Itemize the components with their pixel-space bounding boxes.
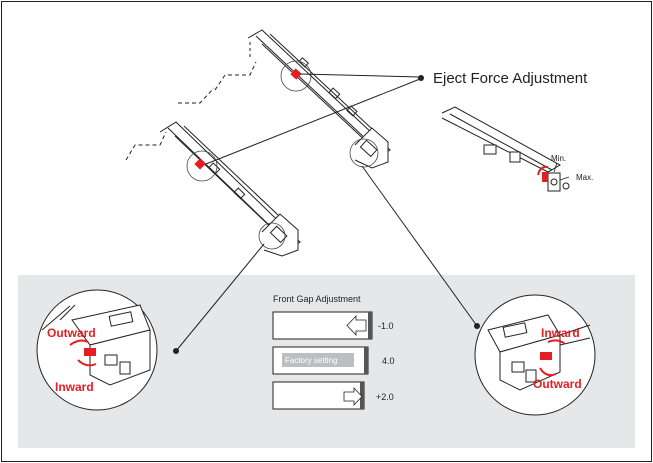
factory-setting-text: Factory setting	[285, 356, 337, 365]
upper-end-callout-ring	[349, 138, 379, 168]
break-line-upper	[214, 61, 257, 91]
leader-right-dot	[474, 323, 480, 329]
left-outward-arrow-icon	[69, 339, 89, 346]
gap-row-3-value: +2.0	[376, 392, 394, 402]
lower-callout-ring	[186, 150, 218, 182]
min-label: Min.	[551, 154, 566, 163]
right-inward-arrow-icon	[547, 339, 566, 345]
lower-slide-assembly	[159, 121, 301, 257]
left-adjuster-knob	[84, 348, 96, 356]
lower-end-callout-ring	[258, 222, 286, 250]
leader-left-dot	[173, 348, 179, 354]
min-pointer	[553, 162, 558, 173]
adjust-arrow-icon	[537, 165, 549, 176]
break-line-mid	[178, 87, 215, 104]
leader-left-detail	[175, 243, 265, 352]
gap-right-arrow-icon	[343, 386, 363, 407]
gap-row-2-value: 4.0	[382, 356, 395, 366]
break-line-lower	[125, 131, 167, 161]
lower-adjuster-marker	[194, 158, 206, 170]
factory-setting-badge	[282, 353, 354, 367]
gap-row-1: -1.0	[272, 311, 394, 340]
gap-row-1-value: -1.0	[378, 321, 394, 331]
upper-callout-ring	[280, 60, 312, 92]
max-label: Max.	[576, 173, 593, 182]
left-detail-circle: Outward Inward	[36, 289, 158, 411]
detail-adjuster-knob	[542, 172, 548, 182]
adjuster-detail-slide	[441, 106, 570, 192]
right-adjuster-knob	[540, 352, 552, 360]
left-outward-label: Outward	[47, 326, 96, 340]
leader-right-detail	[361, 165, 478, 327]
upper-adjuster-marker	[290, 68, 302, 80]
max-pointer	[559, 176, 570, 181]
eject-leader-lower	[205, 78, 421, 165]
right-outward-label: Outward	[533, 377, 582, 391]
front-gap-title: Front Gap Adjustment	[273, 294, 361, 304]
eject-leader-upper	[299, 73, 421, 78]
right-outward-arrow-icon	[539, 367, 557, 377]
left-inward-arrow-icon	[77, 359, 97, 367]
eject-leader-dot	[418, 75, 424, 81]
right-detail-circle: Inward Outward	[474, 294, 596, 416]
gap-left-arrow-icon	[346, 314, 367, 337]
upper-slide-assembly	[247, 29, 391, 169]
eject-force-label: Eject Force Adjustment	[433, 70, 588, 87]
gap-row-3: +2.0	[272, 381, 394, 410]
gap-row-2: Factory setting 4.0	[272, 346, 395, 375]
left-inward-label: Inward	[55, 380, 94, 394]
right-inward-label: Inward	[541, 326, 580, 340]
